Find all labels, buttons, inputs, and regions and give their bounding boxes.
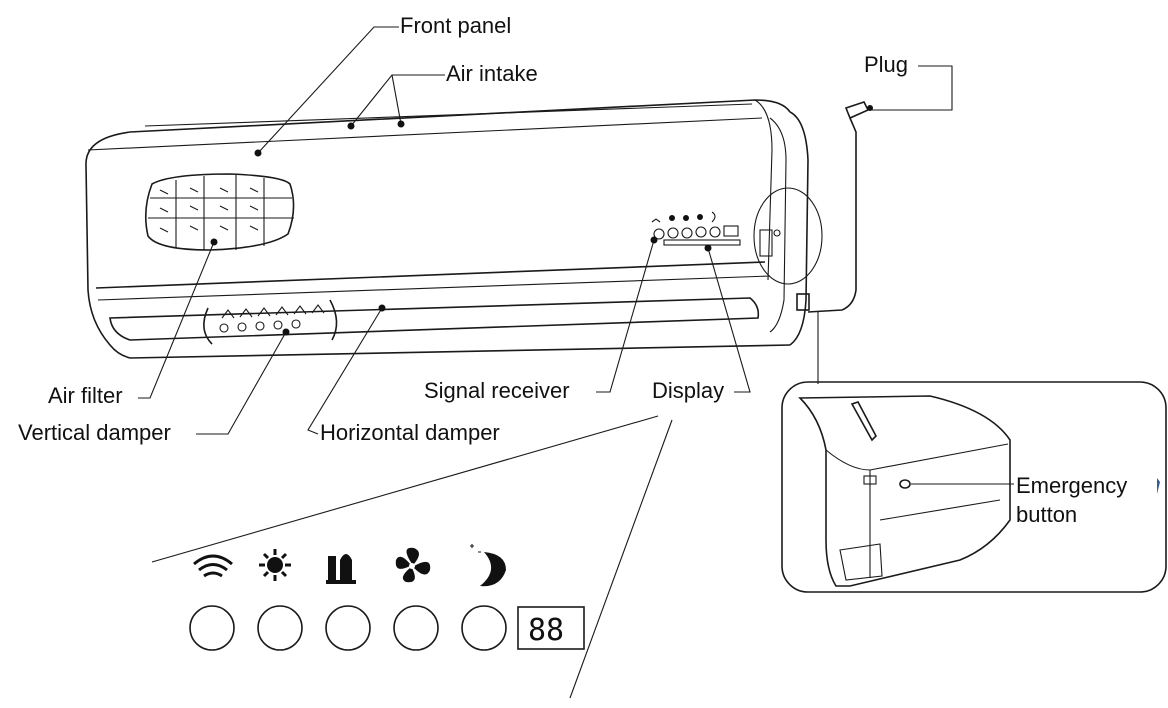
- label-signal-receiver: Signal receiver: [424, 236, 658, 403]
- front-panel-label: Front panel: [400, 13, 511, 38]
- side-callout-circle: [753, 187, 823, 285]
- digital-readout-box: [517, 606, 585, 650]
- side-port: [759, 229, 773, 257]
- air-intake-label: Air intake: [446, 61, 538, 86]
- ac-unit-body: [85, 99, 823, 359]
- label-display: Display: [652, 244, 751, 403]
- moon-icon: [470, 544, 506, 587]
- indicator-circle-2: [257, 605, 303, 651]
- emergency-inset: Emergency button: [781, 312, 1167, 593]
- dehumidify-icon: [326, 554, 356, 584]
- plug-label: Plug: [864, 52, 908, 77]
- sun-icon: [259, 549, 291, 581]
- label-front-panel: Front panel: [254, 13, 511, 157]
- air-filter-label: Air filter: [48, 383, 123, 408]
- indicator-circle-3: [325, 605, 371, 651]
- horizontal-damper-label: Horizontal damper: [320, 420, 500, 445]
- display-label: Display: [652, 378, 724, 403]
- label-horizontal-damper: Horizontal damper: [307, 304, 500, 445]
- filter-grill: [144, 173, 295, 251]
- fan-icon: [395, 547, 431, 583]
- emergency-label-line2: button: [1016, 502, 1077, 527]
- emergency-label-line1: Emergency: [1016, 473, 1127, 498]
- label-plug: Plug: [864, 52, 953, 111]
- plug-icon: [796, 101, 873, 313]
- display-zoom-lines: [151, 415, 673, 699]
- emergency-button-icon: [899, 479, 911, 489]
- unit-display-mini: [651, 211, 741, 246]
- indicator-circle-1: [189, 605, 235, 651]
- enlarged-display-panel: 88: [189, 544, 585, 651]
- louver-area: [109, 297, 760, 345]
- indicator-circle-5: [461, 605, 507, 651]
- signal-receiver-label: Signal receiver: [424, 378, 570, 403]
- indicator-circle-4: [393, 605, 439, 651]
- digital-readout: 88: [528, 613, 564, 648]
- vertical-damper-label: Vertical damper: [18, 420, 171, 445]
- wifi-icon: [193, 554, 233, 578]
- label-air-filter: Air filter: [48, 238, 218, 408]
- label-vertical-damper: Vertical damper: [18, 328, 290, 445]
- label-air-intake: Air intake: [347, 61, 538, 130]
